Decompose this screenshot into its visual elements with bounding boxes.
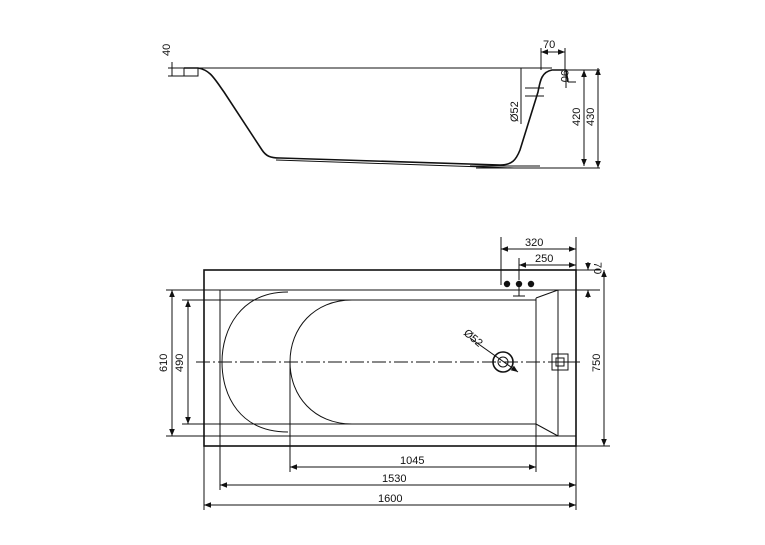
drain-inner xyxy=(497,356,509,368)
top-right-slope xyxy=(535,289,559,437)
dim-rim-thickness: 40 xyxy=(161,44,173,56)
top-view: Ø52 320 250 70 750 610 xyxy=(158,237,610,510)
drain-outer xyxy=(492,351,514,373)
dim-tap-offset: 320 xyxy=(525,237,543,249)
side-overflow-pipe xyxy=(525,87,544,97)
tap-hole-3 xyxy=(527,280,535,288)
side-base-line xyxy=(275,159,515,169)
dim-overflow-height: 90 xyxy=(558,70,570,82)
overflow-fitting xyxy=(548,353,572,371)
dim-tap-spacing: 250 xyxy=(535,253,553,265)
dim-total-length: 1600 xyxy=(378,493,402,505)
dim-total-height: 430 xyxy=(585,108,597,126)
dim-overflow-offset: 70 xyxy=(543,39,555,51)
tap-hole-2 xyxy=(515,280,523,288)
top-inner-opening xyxy=(219,289,577,437)
dim-total-width: 750 xyxy=(591,354,603,372)
dim-inner-width: 610 xyxy=(158,354,170,372)
side-tub-profile xyxy=(184,67,569,166)
dim-inner-height: 420 xyxy=(571,108,583,126)
dim-overflow-diameter: Ø52 xyxy=(509,101,521,122)
dim-rim-width: 70 xyxy=(591,262,603,274)
tap-hole-1 xyxy=(503,280,511,288)
side-view: 40 70 90 Ø52 420 430 xyxy=(161,39,601,169)
dim-inner-length: 1530 xyxy=(382,473,406,485)
side-left-rim xyxy=(183,68,199,77)
dim-bottom-length: 1045 xyxy=(400,455,424,467)
dim-bottom-width: 490 xyxy=(174,354,186,372)
